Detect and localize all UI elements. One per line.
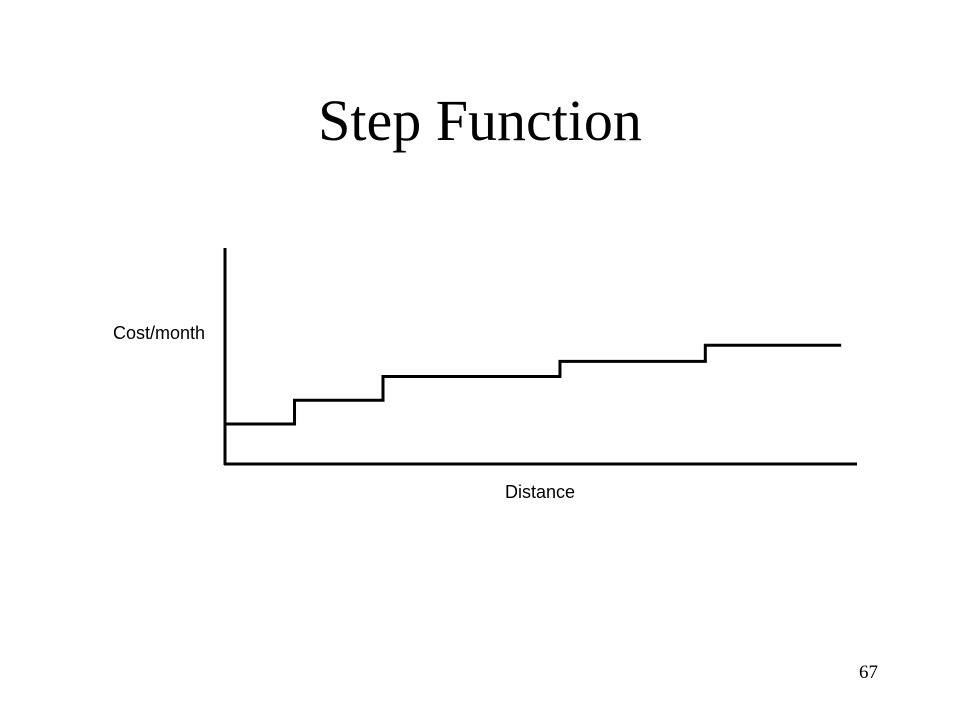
- page-number: 67: [859, 662, 878, 683]
- x-axis-label: Distance: [505, 482, 575, 502]
- y-axis-label: Cost/month: [113, 323, 205, 343]
- series-line-0: [225, 343, 842, 426]
- series-group: [225, 343, 842, 426]
- slide-title: Step Function: [318, 88, 642, 153]
